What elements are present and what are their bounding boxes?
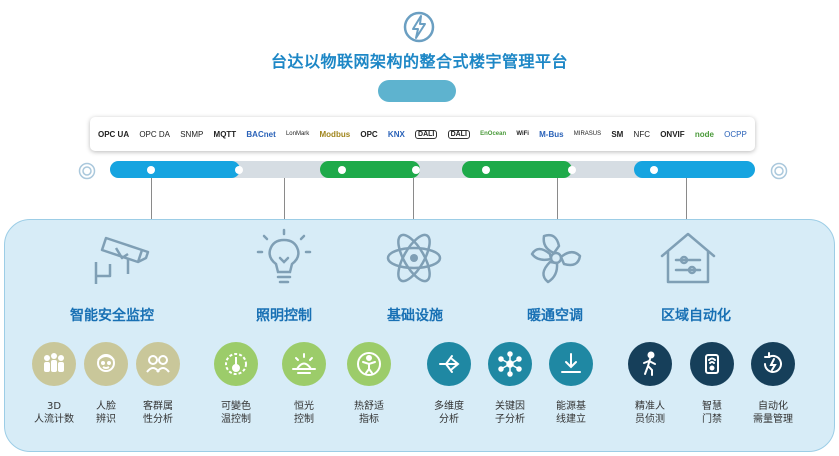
protocol-logo: MIRASUS: [573, 131, 602, 137]
multi-arrow-icon: [427, 342, 471, 386]
rail-end-ring-left: [78, 162, 96, 180]
sub-label-presence-detect: 精准人员侦测: [635, 401, 665, 425]
door-access-icon: [690, 342, 734, 386]
protocol-logo: OPC: [360, 129, 378, 139]
category-label-infrastructure: 基础设施: [387, 308, 443, 324]
protocol-logo: ONVIF: [660, 129, 685, 139]
protocol-logo: MQTT: [213, 129, 237, 139]
protocol-logo: KNX: [387, 129, 405, 139]
protocol-logo: LonMark: [285, 131, 310, 137]
thermometer-icon: [214, 342, 258, 386]
protocol-bar: OPC UA OPC DA SNMP MQTT BACnet LonMark M…: [90, 117, 755, 151]
customer-profile-icon: [136, 342, 180, 386]
connector-line: [151, 178, 152, 220]
security-camera-icon: [94, 236, 150, 284]
sub-label-customer-profile: 客群属性分析: [143, 401, 173, 425]
sub-label-multi-dimension: 多维度分析: [434, 401, 464, 425]
network-node-icon: [488, 342, 532, 386]
hub-pill: [378, 80, 456, 102]
rail-segment-blue: [110, 161, 240, 178]
rail-node: [650, 166, 658, 174]
sub-label-thermal-comfort: 热舒适指标: [354, 401, 384, 425]
application-panel: [4, 219, 835, 452]
fan-icon: [530, 233, 582, 284]
rail-node: [412, 166, 420, 174]
walking-person-icon: [628, 342, 672, 386]
rail-segment-blue: [634, 161, 755, 178]
sub-label-constant-light: 恒光控制: [294, 401, 314, 425]
category-label-security: 智能安全监控: [70, 308, 154, 324]
protocol-logo: BACnet: [246, 129, 276, 139]
category-label-hvac: 暖通空调: [527, 308, 583, 324]
atom-icon: [386, 233, 442, 283]
face-recognition-icon: [84, 342, 128, 386]
connector-line: [686, 178, 687, 220]
page-title: 台达以物联网架构的整合式楼宇管理平台: [270, 52, 568, 71]
sub-label-energy-baseline: 能源基线建立: [556, 401, 586, 425]
rail-node: [235, 166, 243, 174]
rail-node: [338, 166, 346, 174]
sub-label-demand-mgmt: 自动化需量管理: [753, 401, 793, 425]
rail-node: [482, 166, 490, 174]
auto-cycle-icon: [751, 342, 795, 386]
protocol-logo: Modbus: [319, 129, 351, 139]
protocol-logo: SNMP: [180, 129, 204, 139]
protocol-logo: OPC DA: [139, 129, 170, 139]
lightning-bolt-icon: [403, 11, 435, 43]
connector-line: [284, 178, 285, 220]
rail-segment-green: [320, 161, 420, 178]
sub-label-key-factor: 关键因子分析: [495, 401, 525, 425]
protocol-logo: DALI: [447, 129, 470, 139]
comfort-person-icon: [347, 342, 391, 386]
protocol-logo: OCPP: [724, 129, 747, 139]
rail-track: [110, 161, 755, 178]
baseline-icon: [549, 342, 593, 386]
sub-label-smart-access: 智慧门禁: [702, 401, 722, 425]
protocol-logo: node: [694, 129, 714, 139]
rail-node: [568, 166, 576, 174]
rail-node: [147, 166, 155, 174]
light-bulb-icon: [256, 228, 312, 284]
protocol-logo: WiFi: [516, 131, 529, 137]
sub-label-color-temp: 可變色温控制: [221, 401, 251, 425]
protocol-logo: NFC: [633, 129, 650, 139]
house-control-icon: [660, 232, 716, 284]
connector-line: [413, 178, 414, 220]
rail-segment-green: [462, 161, 572, 178]
sunrise-icon: [282, 342, 326, 386]
people-count-icon: [32, 342, 76, 386]
category-label-zone-automation: 区域自动化: [661, 308, 731, 324]
category-label-lighting: 照明控制: [256, 308, 312, 324]
protocol-logo: EnOcean: [480, 131, 507, 137]
protocol-logo: OPC UA: [98, 129, 130, 139]
protocol-logo: DALI: [415, 129, 438, 139]
sub-label-face-recognition: 人脸辨识: [96, 401, 116, 425]
rail-end-ring-right: [770, 162, 788, 180]
connector-line: [557, 178, 558, 220]
protocol-logo: SM: [611, 129, 624, 139]
protocol-logo: M-Bus: [539, 129, 564, 139]
